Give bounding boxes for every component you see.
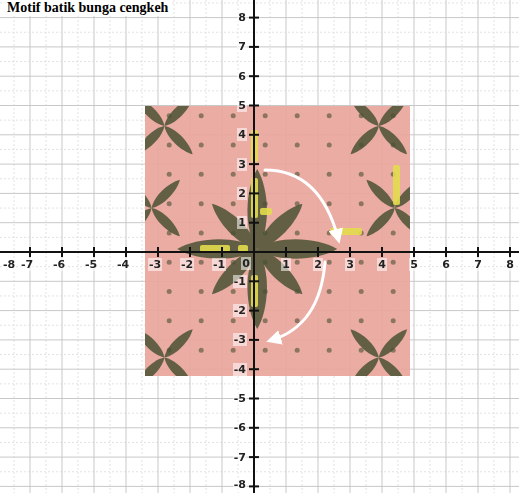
y-tick-label: -5 — [233, 392, 247, 405]
x-tick-label: -2 — [180, 258, 194, 271]
y-tick-label: -6 — [233, 421, 247, 434]
rotation-arrows — [265, 170, 338, 340]
y-tick-label: -1 — [233, 275, 247, 288]
x-tick-label: -8 — [2, 258, 16, 271]
x-tick-label: 6 — [441, 258, 451, 271]
y-tick-label: 5 — [237, 99, 247, 112]
x-tick-label: 2 — [313, 258, 323, 271]
y-tick-label: 1 — [237, 216, 247, 229]
x-tick-label: 4 — [377, 258, 387, 271]
y-tick-label: -4 — [233, 363, 247, 376]
x-tick-label: 5 — [409, 258, 419, 271]
y-tick-label: 3 — [237, 158, 247, 171]
batik-image — [145, 106, 410, 376]
y-tick-label: -2 — [233, 304, 247, 317]
title: Motif batik bunga cengkeh — [4, 0, 171, 16]
x-tick-label: 1 — [281, 258, 291, 271]
x-tick-label: -1 — [212, 258, 226, 271]
y-tick-label: -7 — [233, 451, 247, 464]
y-tick-label: 6 — [237, 70, 247, 83]
x-tick-label: 3 — [345, 258, 355, 271]
y-tick-label: 2 — [237, 187, 247, 200]
x-tick-label: -5 — [84, 258, 98, 271]
x-tick-label: -4 — [116, 258, 130, 271]
y-tick-label: 7 — [237, 40, 247, 53]
y-tick-label: 4 — [237, 128, 247, 141]
x-tick-label: 0 — [241, 257, 251, 270]
x-tick-label: -3 — [148, 258, 162, 271]
x-tick-label: -7 — [20, 258, 34, 271]
y-tick-label: -3 — [233, 333, 247, 346]
x-tick-label: -6 — [52, 258, 66, 271]
x-tick-label: 8 — [505, 258, 515, 271]
x-tick-label: 7 — [473, 258, 483, 271]
y-tick-label: 8 — [237, 11, 247, 24]
y-tick-label: -8 — [233, 478, 247, 491]
